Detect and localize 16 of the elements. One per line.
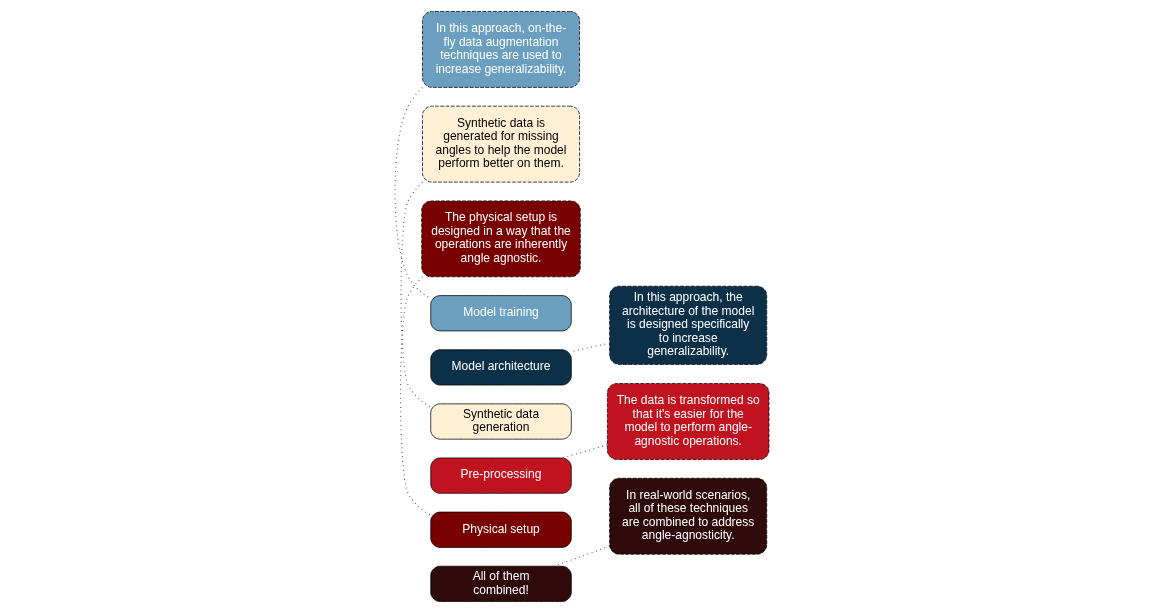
connector [400,276,432,516]
node-box: Model training [430,295,572,332]
node-box: Synthetic data is generated for missing angles to help the model perform better on them. [422,105,580,183]
node-box: All of them combined! [430,565,572,602]
node-box: In this approach, the architecture of the model is designed specifically to increase generalizability. [609,285,768,365]
node-box: Pre-processing [430,457,572,494]
node-box: Physical setup [430,511,572,548]
node-box: Model architecture [430,349,572,386]
node-box: In this approach, on-the-fly data augmentation techniques are used to increase generalizability. [422,11,580,88]
node-box: The data is transformed so that it's easier for the model to perform angle-agnostic operations. [607,383,770,460]
node-box: In real-world scenarios, all of these techniques are combined to address angle-agnosticity. [609,477,768,555]
node-box: The physical setup is designed in a way that the operations are inherently angle agnostic. [421,200,581,278]
connector [570,342,611,353]
connector [400,181,432,408]
node-box: Synthetic data generation [430,403,572,440]
connector [394,87,432,300]
